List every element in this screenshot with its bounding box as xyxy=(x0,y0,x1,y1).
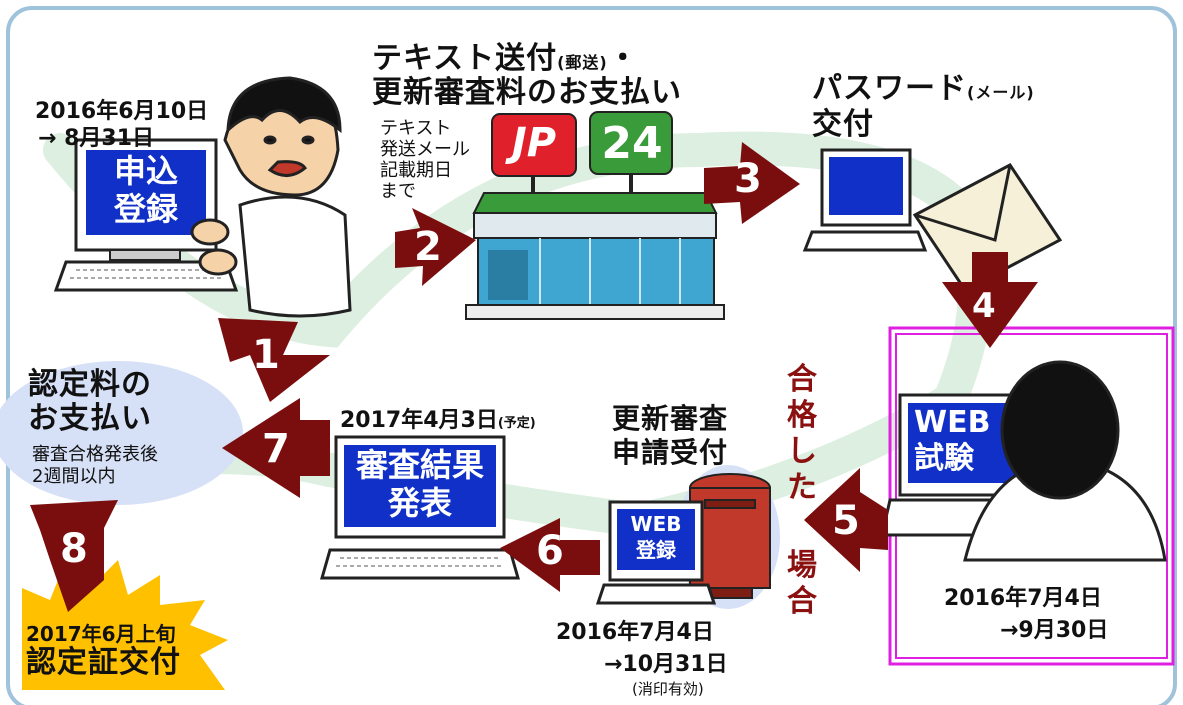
arrow-2 xyxy=(395,208,476,286)
arrow-4 xyxy=(942,252,1038,348)
passed-char-6: 合 xyxy=(787,584,817,619)
certificate-date: 2017年6月上旬 xyxy=(26,622,176,646)
password-title-note: (メール) xyxy=(967,83,1035,102)
arrow-8 xyxy=(30,500,118,612)
web-exam-screen-line-1: WEB xyxy=(914,405,991,440)
jp-sign-label: JP xyxy=(511,120,557,166)
step-number-2: 2 xyxy=(414,224,442,270)
text-delivery-title-note: (郵送) xyxy=(557,53,608,72)
highlight-box xyxy=(888,326,1175,666)
text-delivery-title-2: 更新審査料のお支払い xyxy=(372,75,682,110)
text-delivery-note-4: まで xyxy=(380,181,416,202)
24-sign-label: 24 xyxy=(601,118,663,169)
renewal-date-end: →10月31日 xyxy=(604,652,728,677)
fee-note-2: 2週間以内 xyxy=(32,466,116,487)
renewal-title-2: 申請受付 xyxy=(612,436,729,469)
web-exam-screen-label: WEB 試験 xyxy=(908,405,1022,477)
result-screen-line-2: 発表 xyxy=(387,484,452,522)
password-title-1: パスワード(メール) xyxy=(812,72,1035,110)
post-office xyxy=(465,111,725,320)
computer-web-registration xyxy=(595,500,717,605)
person-back xyxy=(963,360,1167,562)
fee-bubble xyxy=(0,361,243,505)
text-delivery-note-3: 記載期日 xyxy=(380,160,452,181)
renewal-postmark-note: (消印有効) xyxy=(632,680,704,698)
arrow-1 xyxy=(218,318,330,402)
computer-results xyxy=(320,435,520,580)
passed-label-top: 合 格 し た xyxy=(782,362,822,506)
result-date-value: 2017年4月3日 xyxy=(340,408,498,433)
text-delivery-note-1: テキスト xyxy=(380,118,452,139)
registration-screen-line-1: 申込 xyxy=(113,152,178,190)
passed-char-2: 格 xyxy=(787,398,817,433)
arrows xyxy=(30,142,1038,612)
fee-note-1: 審査合格発表後 xyxy=(32,444,158,465)
envelope-icon xyxy=(912,163,1063,292)
fee-title-2: お支払い xyxy=(28,401,152,436)
certificate-title: 認定証交付 xyxy=(26,645,181,680)
step-number-6: 6 xyxy=(536,528,564,574)
registration-screen-line-2: 登録 xyxy=(113,190,178,228)
result-screen-label: 審査結果 発表 xyxy=(344,446,496,522)
registration-date-start: 2016年6月10日 xyxy=(35,99,209,124)
text-delivery-note-2: 発送メール xyxy=(380,139,470,160)
text-delivery-title-main: テキスト送付 xyxy=(372,41,558,76)
arrow-3 xyxy=(704,142,800,224)
renewal-screen-line-2: 登録 xyxy=(636,538,676,562)
computer-password xyxy=(802,148,928,252)
web-exam-screen-line-2: 試験 xyxy=(914,441,974,476)
password-title-main: パスワード xyxy=(812,71,967,106)
text-delivery-title-1: テキスト送付(郵送)・ xyxy=(372,42,639,80)
result-date: 2017年4月3日(予定) xyxy=(340,402,536,434)
renewal-screen-label: WEB 登録 xyxy=(617,511,695,563)
renewal-date-start: 2016年7月4日 xyxy=(556,620,714,645)
outer-frame xyxy=(6,6,1177,705)
registration-date-end: → 8月31日 xyxy=(38,126,155,151)
text-delivery-title-tail: ・ xyxy=(607,41,639,76)
computer-registration xyxy=(53,138,239,292)
result-date-note: (予定) xyxy=(497,416,536,431)
web-exam-date-end: →9月30日 xyxy=(1000,618,1109,643)
step-number-7: 7 xyxy=(262,426,290,472)
passed-char-1: 合 xyxy=(787,362,817,397)
step-number-8: 8 xyxy=(60,526,88,572)
arrow-7 xyxy=(222,398,330,498)
passed-char-3: し xyxy=(787,434,817,469)
step-number-4: 4 xyxy=(972,286,996,326)
step-number-3: 3 xyxy=(734,156,762,202)
password-title-2: 交付 xyxy=(812,107,874,142)
arrow-6 xyxy=(500,518,600,592)
step-number-1: 1 xyxy=(252,332,280,378)
registration-screen-label: 申込 登録 xyxy=(86,152,206,228)
result-screen-line-1: 審査結果 xyxy=(355,446,484,484)
web-exam-date-start: 2016年7月4日 xyxy=(944,586,1102,611)
person-doctor xyxy=(190,76,352,318)
arrow-5 xyxy=(804,468,888,572)
fee-title-1: 認定料の xyxy=(28,367,152,402)
passed-char-5: 場 xyxy=(787,548,817,583)
step-number-5: 5 xyxy=(832,498,860,544)
passed-label-bottom: 場 合 xyxy=(782,548,822,620)
passed-char-4: た xyxy=(787,470,817,505)
renewal-screen-line-1: WEB xyxy=(630,512,682,536)
renewal-title-1: 更新審査 xyxy=(612,402,729,435)
